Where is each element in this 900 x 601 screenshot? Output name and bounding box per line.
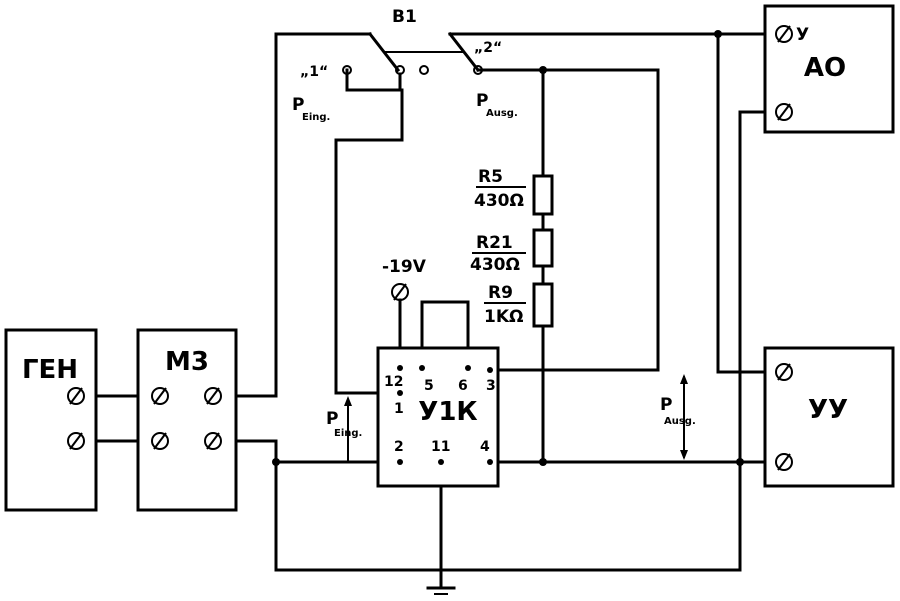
ao-label: АО [804, 53, 846, 83]
pin-1-label: 1 [394, 401, 404, 417]
supply-label: -19V [382, 257, 427, 277]
wire-switch1-to-u1k-pin1 [334, 88, 404, 395]
svg-text:Ausg.: Ausg. [664, 416, 696, 427]
terminal-icon [391, 283, 409, 301]
p-ausg-top: P Ausg. [476, 91, 518, 119]
p-ausg-bottom: P Ausg. [660, 374, 696, 460]
terminal-icon [775, 103, 793, 121]
terminal-icon [204, 387, 222, 405]
pin-6-label: 6 [458, 378, 468, 394]
wire-m3-to-pin2 [211, 439, 402, 464]
pin-2-label: 2 [394, 439, 404, 455]
svg-text:Eing.: Eing. [302, 112, 330, 123]
pin-12-label: 12 [384, 374, 403, 390]
r21-name: R21 [476, 233, 513, 253]
terminal-icon [775, 453, 793, 471]
pin-11-label: 11 [431, 439, 450, 455]
terminal-icon [775, 25, 793, 43]
p-eing-top: P Eing. [292, 95, 330, 123]
r21-value: 430Ω [470, 255, 520, 275]
uu-block: УУ [763, 346, 895, 488]
svg-text:P: P [326, 409, 338, 429]
r9-value: 1KΩ [484, 307, 523, 327]
terminal-icon [151, 387, 169, 405]
ground-icon [426, 586, 456, 595]
pin-3-label: 3 [486, 378, 496, 394]
r5-value: 430Ω [474, 191, 524, 211]
terminal-icon [204, 432, 222, 450]
gen-block: ГЕН [4, 328, 98, 512]
terminal-icon [67, 432, 85, 450]
r5-name: R5 [478, 167, 503, 187]
u1k-label: У1К [418, 397, 477, 427]
resistor-r21: R21 430Ω [470, 228, 554, 275]
pin-4-label: 4 [480, 439, 490, 455]
wire-ao-to-uu-top [716, 32, 786, 374]
ao-y-label: У [796, 25, 809, 45]
svg-text:P: P [476, 91, 488, 111]
wire-ground-loop [274, 110, 786, 572]
wire-m3-to-switch1 [211, 32, 372, 398]
ao-block: У АО [763, 4, 895, 134]
pin-5-label: 5 [424, 378, 434, 394]
resistor-r5: R5 430Ω [474, 167, 554, 216]
switch-pos2-label: „2“ [474, 40, 502, 56]
junctions [272, 30, 744, 466]
wire-bridge-5-6 [420, 300, 470, 370]
terminal-icon [151, 432, 169, 450]
svg-text:Ausg.: Ausg. [486, 108, 518, 119]
wire-switch1-contacts [345, 68, 402, 92]
u1k-block: У1К 12 5 6 3 1 2 11 4 [376, 346, 500, 488]
supply-terminal: -19V [382, 257, 427, 301]
m3-block: M3 [136, 328, 238, 512]
terminal-icon [775, 363, 793, 381]
switch-b1: B1 „1“ „2“ [300, 7, 502, 80]
svg-text:P: P [660, 395, 672, 415]
gen-label: ГЕН [22, 355, 78, 385]
m3-label: M3 [165, 347, 209, 377]
uu-label: УУ [808, 395, 848, 425]
r9-name: R9 [488, 283, 513, 303]
svg-text:P: P [292, 95, 304, 115]
terminal-icon [67, 387, 85, 405]
switch-pos1-label: „1“ [300, 64, 328, 80]
switch-name: B1 [392, 7, 417, 27]
svg-text:Eing.: Eing. [334, 428, 362, 439]
p-eing-bottom: P Eing. [326, 396, 362, 462]
wire-switch2-to-u1k-pin3 [476, 68, 660, 372]
resistor-r9: R9 1KΩ [484, 282, 554, 328]
